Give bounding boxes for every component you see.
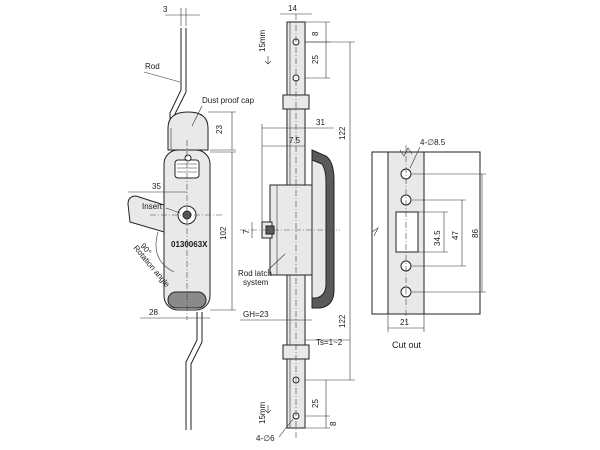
bottom-rod [185, 312, 203, 430]
label-rod-latch-2: system [243, 278, 269, 287]
dim-122-bottom: 122 [338, 314, 347, 328]
dim-28: 28 [149, 308, 158, 317]
break-mark [399, 147, 413, 157]
dim-8-bottom: 8 [329, 421, 338, 426]
leader-rod-latch [267, 253, 286, 271]
dim-23: 23 [215, 125, 224, 134]
dim-86: 86 [471, 229, 480, 238]
dim-21: 21 [400, 318, 409, 327]
arrow-down-icon [264, 405, 272, 414]
lever-tab [127, 195, 165, 233]
label-rod: Rod [145, 62, 160, 71]
dim-122-top: 122 [338, 126, 347, 140]
label-dust-cap: Dust proof cap [202, 96, 255, 105]
dim-7: 7 [242, 229, 251, 234]
leader-insert [165, 207, 181, 214]
label-insert: Insert [142, 202, 163, 211]
marking-text: 0130063X [171, 240, 208, 249]
dim-14: 14 [288, 4, 297, 13]
dim-8-top: 8 [311, 31, 320, 36]
dim-holes-cutout: 4-∅8.5 [420, 138, 446, 147]
label-rod-latch-1: Rod latch [238, 269, 272, 278]
dim-47: 47 [451, 231, 460, 240]
dim-3: 3 [163, 5, 168, 14]
leader-rod [143, 71, 181, 83]
leader-holes-cutout [409, 146, 421, 169]
dim-25-top: 25 [311, 55, 320, 64]
label-cut-out: Cut out [392, 340, 422, 350]
dim-31: 31 [316, 118, 325, 127]
handle-profile-inner [311, 159, 327, 299]
stroke-top: 15mm [258, 29, 267, 52]
top-rod [169, 28, 187, 125]
dim-35: 35 [152, 182, 161, 191]
dim-gh: GH=23 [243, 310, 269, 319]
grip-dot [184, 154, 192, 162]
cut-out-view: 4-∅8.5 34.5 47 86 21 Cut out [371, 138, 486, 350]
dust-proof-cap [167, 111, 209, 151]
leader-dust-cap [191, 105, 203, 127]
handle-front-view: 0130063X 3 Rod Dust proof cap 23 35 Inse… [127, 5, 255, 430]
leader-holes-bottom [278, 418, 294, 438]
dim-7-5: 7.5 [289, 136, 301, 145]
cut-window [395, 211, 419, 253]
break-mark [371, 227, 379, 237]
dim-34-5: 34.5 [433, 230, 442, 246]
dim-ts: Ts=1~2 [316, 338, 343, 347]
dim-102: 102 [219, 226, 228, 240]
rotation-arc [155, 231, 175, 273]
dim-holes-bottom: 4-∅6 [256, 434, 275, 443]
stroke-bottom: 15mm [258, 401, 267, 424]
dim-25-bottom: 25 [311, 399, 320, 408]
arrow-down-icon [264, 56, 272, 65]
latch-side-view: 14 15mm 8 25 122 31 7.5 7 Rod latch syst… [238, 4, 355, 443]
